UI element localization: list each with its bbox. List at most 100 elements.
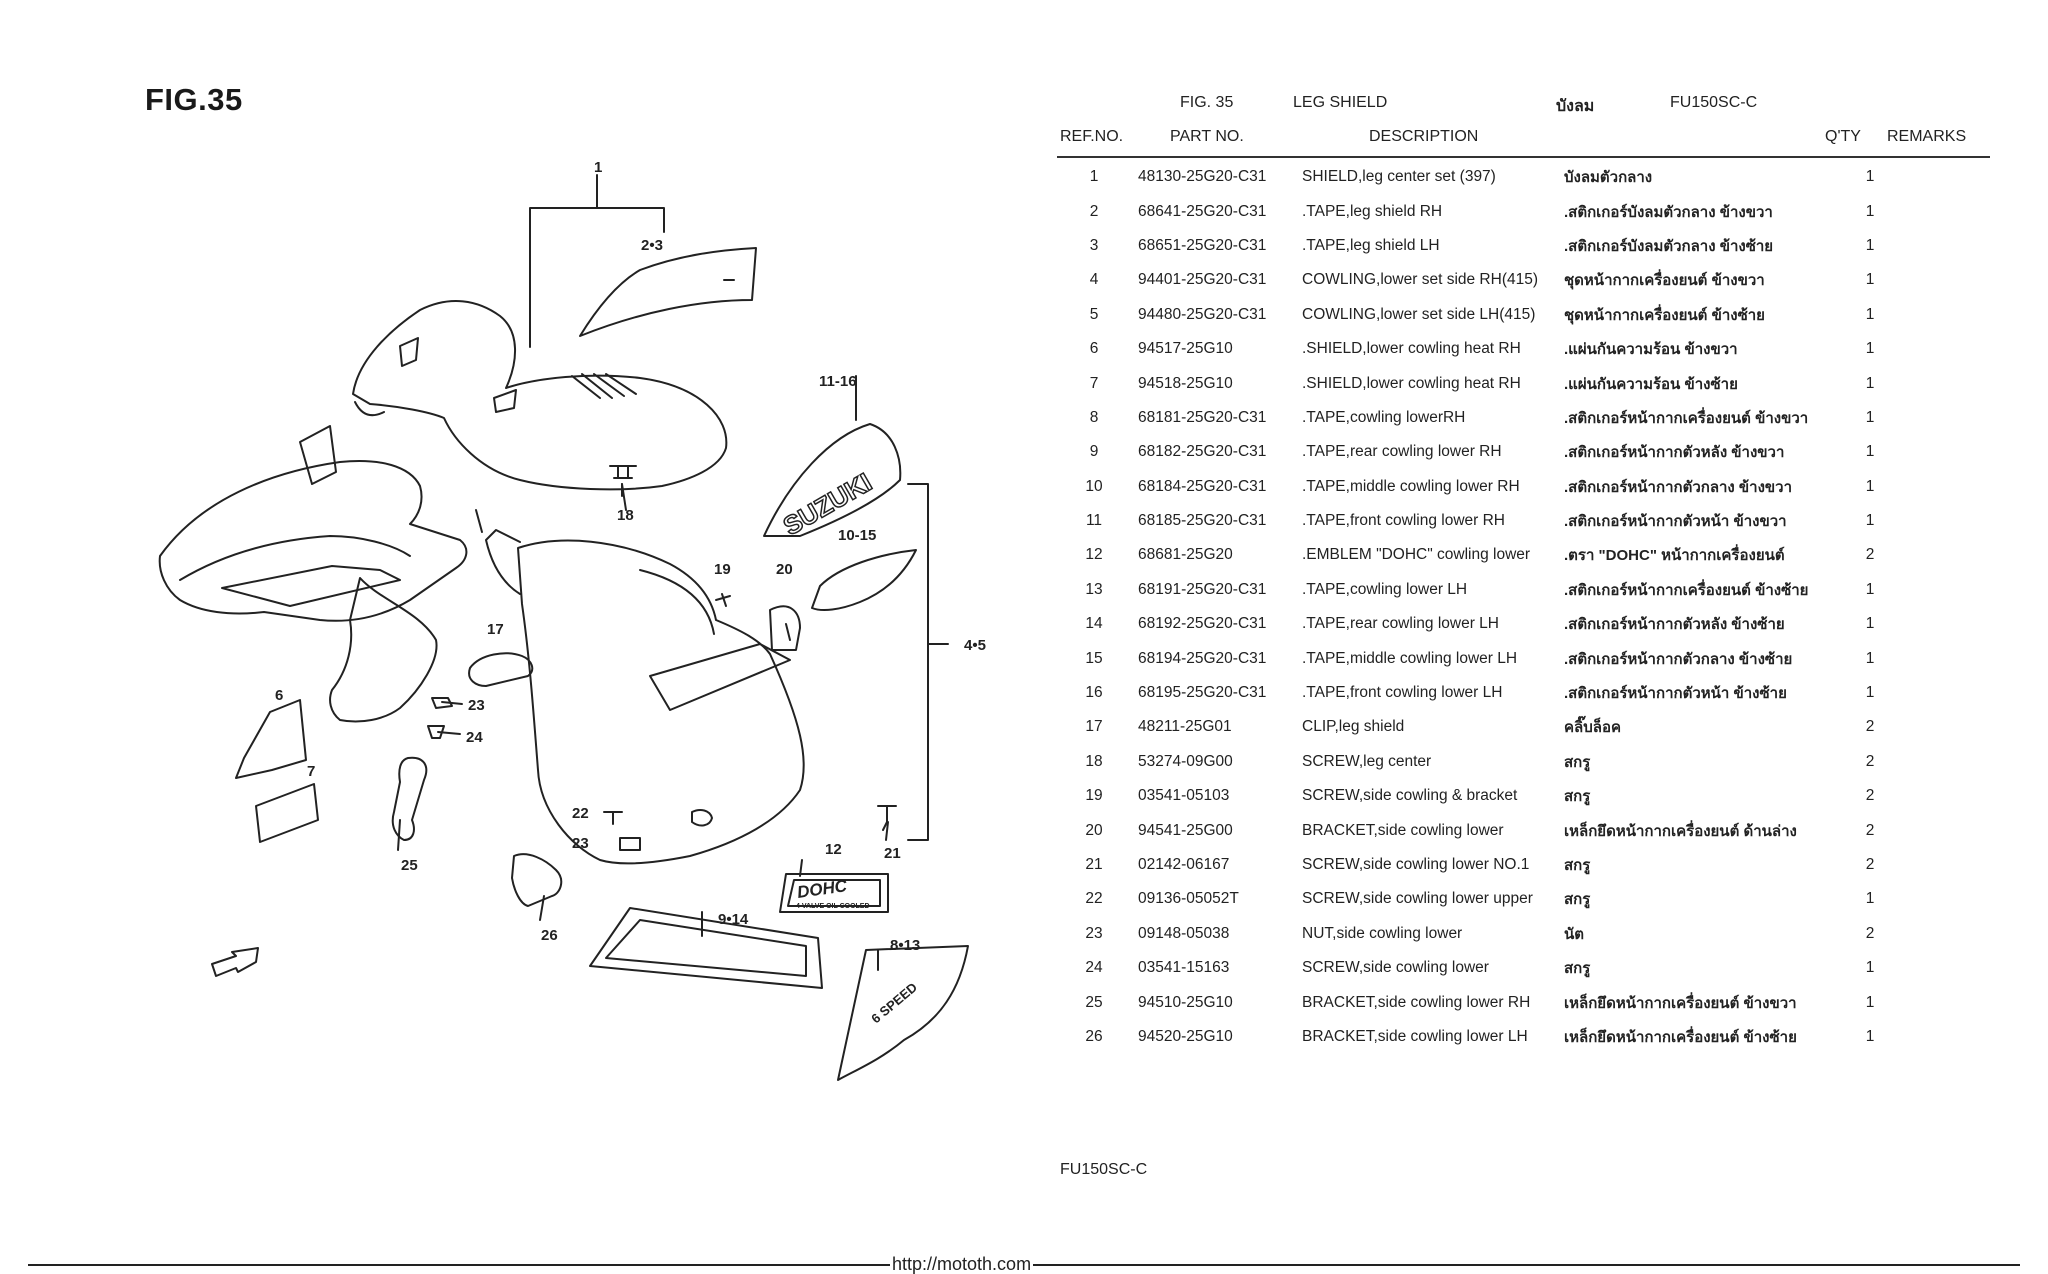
cell-description: BRACKET,side cowling lower RH <box>1302 993 1531 1011</box>
exploded-diagram: 1 2•3 11-16 18 10-15 19 20 17 4•5 6 23 2… <box>158 159 986 1081</box>
cell-description: SCREW,side cowling & bracket <box>1302 787 1518 805</box>
cell-ref: 20 <box>1085 821 1103 839</box>
cell-part-no: 03541-15163 <box>1138 959 1230 977</box>
cell-description: SCREW,side cowling lower upper <box>1302 890 1533 908</box>
cell-ref: 4 <box>1089 271 1099 289</box>
cell-qty: 1 <box>1865 1027 1875 1045</box>
cell-description: .TAPE,leg shield RH <box>1302 202 1443 220</box>
cell-description: .TAPE,front cowling lower RH <box>1302 512 1505 530</box>
cell-thai: ชุดหน้ากากเครื่องยนต์ ข้างซ้าย <box>1564 306 1765 324</box>
col-head-desc: DESCRIPTION <box>1369 128 1479 145</box>
cell-qty: 1 <box>1865 580 1875 598</box>
cell-qty: 1 <box>1865 959 1875 977</box>
cell-ref: 21 <box>1085 856 1103 873</box>
stripe-text: 6 SPEED <box>868 980 920 1027</box>
header-model: FU150SC-C <box>1670 94 1758 111</box>
cell-ref: 8 <box>1089 408 1099 426</box>
cell-part-no: 94520-25G10 <box>1138 1027 1233 1045</box>
col-head-ref: REF.NO. <box>1060 128 1124 145</box>
cell-thai: .แผ่นกันความร้อน ข้างซ้าย <box>1564 375 1738 393</box>
cell-qty: 1 <box>1865 649 1875 667</box>
callout-10-15: 10-15 <box>838 527 876 544</box>
cell-ref: 12 <box>1085 546 1103 564</box>
cell-ref: 16 <box>1085 684 1103 702</box>
cell-ref: 18 <box>1085 752 1103 770</box>
cell-thai: คลิ๊บล็อค <box>1564 719 1621 737</box>
cell-thai: นัต <box>1564 925 1584 943</box>
cell-qty: 1 <box>1865 305 1875 323</box>
cell-qty: 1 <box>1865 512 1875 530</box>
cell-ref: 24 <box>1085 959 1103 977</box>
cell-part-no: 68651-25G20-C31 <box>1138 236 1267 254</box>
cell-part-no: 53274-09G00 <box>1138 752 1233 770</box>
cell-description: .TAPE,front cowling lower LH <box>1302 684 1503 702</box>
cell-part-no: 09136-05052T <box>1138 890 1239 908</box>
cell-qty: 1 <box>1865 236 1875 254</box>
cell-qty: 2 <box>1865 752 1875 770</box>
cell-description: .SHIELD,lower cowling heat RH <box>1302 340 1521 358</box>
col-head-remarks: REMARKS <box>1887 128 1967 145</box>
header-rule <box>1057 156 1990 158</box>
callout-1: 1 <box>594 159 602 176</box>
cell-part-no: 68192-25G20-C31 <box>1138 615 1267 633</box>
cell-qty: 1 <box>1865 615 1875 633</box>
cell-part-no: 48211-25G01 <box>1138 718 1232 736</box>
leg-shield-center-part <box>352 300 728 491</box>
cell-thai: สกรู <box>1564 960 1591 978</box>
cell-qty: 1 <box>1865 340 1875 358</box>
cell-qty: 1 <box>1865 684 1875 702</box>
cell-part-no: 94518-25G10 <box>1138 374 1233 392</box>
table-row: 19 03541-05103 SCREW,side cowling & bracke… <box>1059 779 1898 813</box>
cell-qty: 1 <box>1865 408 1875 426</box>
cell-qty: 1 <box>1865 993 1875 1011</box>
callout-7: 7 <box>307 763 315 780</box>
cell-qty: 2 <box>1865 924 1875 942</box>
cell-thai: .สติกเกอร์บังลมตัวกลาง ข้างซ้าย <box>1564 237 1774 255</box>
cell-thai: เหล็กยึดหน้ากากเครื่องยนต์ ข้างขวา <box>1564 994 1797 1012</box>
cell-thai: .สติกเกอร์หน้ากากตัวหลัง ข้างขวา <box>1564 444 1785 462</box>
header-fig: FIG. 35 <box>1180 94 1234 111</box>
cell-part-no: 94480-25G20-C31 <box>1138 305 1267 323</box>
cell-description: BRACKET,side cowling lower <box>1302 821 1504 839</box>
cell-thai: .สติกเกอร์บังลมตัวกลาง ข้างขวา <box>1564 203 1773 221</box>
callout-17: 17 <box>487 621 504 638</box>
col-head-qty: Q'TY <box>1825 128 1861 145</box>
cell-ref: 2 <box>1089 202 1099 220</box>
cell-part-no: 03541-05103 <box>1138 787 1230 805</box>
cell-description: .TAPE,leg shield LH <box>1302 236 1440 254</box>
cell-part-no: 94541-25G00 <box>1138 821 1233 839</box>
cell-thai: .สติกเกอร์หน้ากากตัวหน้า ข้างขวา <box>1564 513 1787 531</box>
cell-thai: .ตรา "DOHC" หน้ากากเครื่องยนต์ <box>1564 547 1785 565</box>
footer-model: FU150SC-C <box>1060 1161 1148 1178</box>
cell-qty: 2 <box>1865 787 1875 805</box>
callout-2-3: 2•3 <box>641 237 663 254</box>
callout-21: 21 <box>884 845 901 862</box>
cell-part-no: 68185-25G20-C31 <box>1138 512 1267 530</box>
cell-description: BRACKET,side cowling lower LH <box>1302 1027 1528 1045</box>
cell-ref: 19 <box>1085 787 1103 805</box>
cell-description: .TAPE,rear cowling lower LH <box>1302 615 1499 633</box>
cell-part-no: 68182-25G20-C31 <box>1138 443 1267 461</box>
cell-qty: 2 <box>1865 546 1875 564</box>
emblem-subtext: 4 VALVE OIL COOLED <box>796 903 870 910</box>
cell-ref: 10 <box>1085 477 1103 495</box>
callout-19: 19 <box>714 561 731 578</box>
callout-23-upper: 23 <box>468 697 485 714</box>
